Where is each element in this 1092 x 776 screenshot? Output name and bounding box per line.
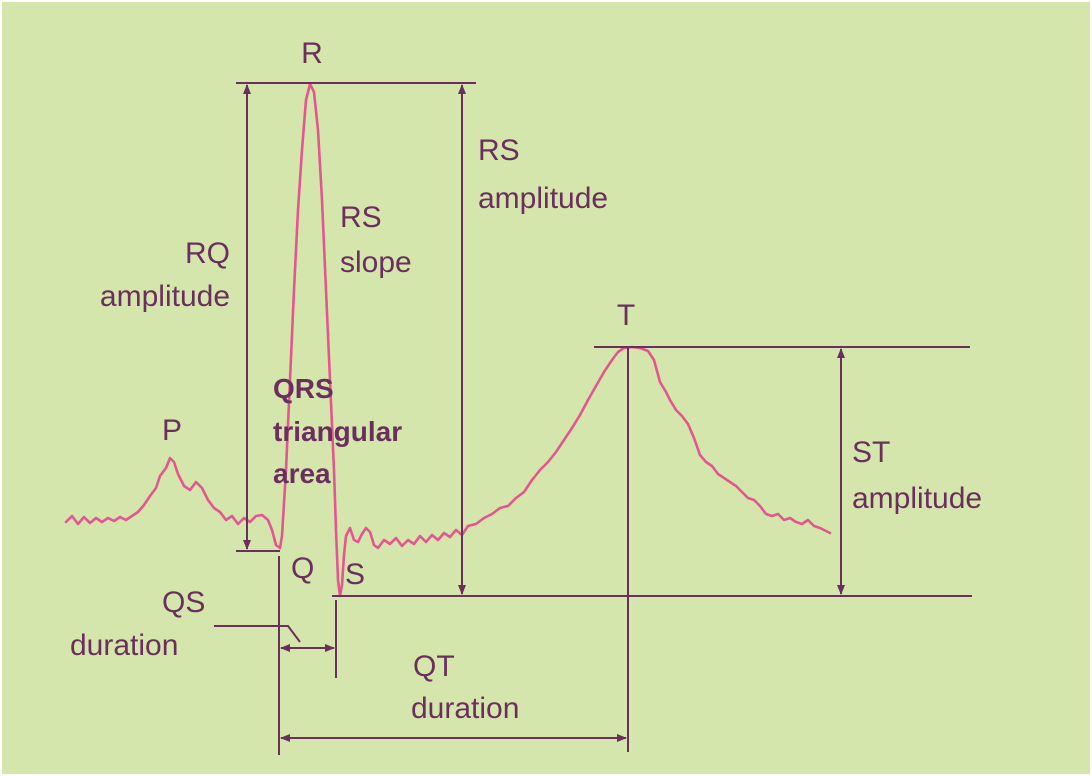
st-amplitude-label-line2: amplitude — [852, 482, 982, 515]
rs-amplitude-label-line2: amplitude — [478, 182, 608, 215]
p-peak-label: P — [162, 414, 182, 447]
rq-amplitude-label-line2: amplitude — [100, 280, 230, 313]
rq-amplitude-label-line1: RQ — [185, 237, 230, 270]
qs-duration-label-line2: duration — [70, 629, 178, 662]
qt-duration-label-line1: QT — [413, 650, 455, 683]
s-point-label: S — [345, 558, 365, 591]
qt-duration-label-line2: duration — [411, 692, 519, 725]
t-peak-label: T — [617, 299, 635, 332]
qs-duration-label-line1: QS — [162, 586, 205, 619]
rs-slope-label-line1: RS — [340, 201, 382, 234]
q-point-label: Q — [291, 552, 314, 585]
r-peak-label: R — [301, 37, 323, 70]
qrs-area-label-line3: area — [273, 458, 331, 489]
qs-duration-leader — [214, 625, 301, 643]
rs-amplitude-label-line1: RS — [478, 134, 520, 167]
ecg-waveform — [64, 82, 832, 598]
rs-slope-label-line2: slope — [340, 246, 412, 279]
st-amplitude-label-line1: ST — [852, 436, 890, 469]
qrs-area-label-line1: QRS — [273, 373, 334, 404]
qrs-area-label-line2: triangular — [273, 416, 402, 447]
